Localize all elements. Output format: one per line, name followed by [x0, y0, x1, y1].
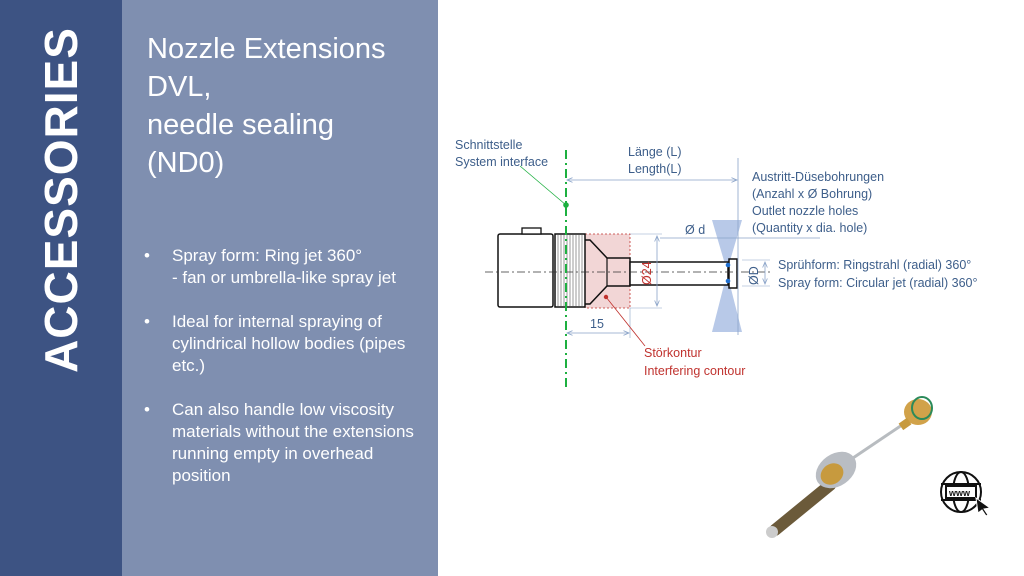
length-label-en: Length(L): [628, 162, 682, 176]
contour-label-de: Störkontur: [644, 346, 702, 360]
tip-diameter-label: ØD: [747, 266, 761, 285]
spray-label-en: Spray form: Circular jet (radial) 360°: [778, 276, 978, 290]
bullet-item: Ideal for internal spraying of cylindric…: [144, 311, 434, 377]
globe-www-cursor-icon[interactable]: www: [940, 471, 992, 517]
outlet-label-en-1: Outlet nozzle holes: [752, 204, 858, 218]
contour-label-en: Interfering contour: [644, 364, 745, 378]
contour-diameter-label: Ø24: [640, 261, 654, 285]
nozzle-tip: [728, 258, 738, 289]
svg-text:www: www: [948, 488, 971, 498]
nozzle-cap: [497, 233, 554, 308]
bullet-item: Can also handle low viscosity materials …: [144, 399, 434, 487]
section-sidebar: ACCESSORIES: [0, 0, 122, 576]
hole-diameter-label: Ø d: [685, 223, 705, 237]
spray-label-de: Sprühform: Ringstrahl (radial) 360°: [778, 258, 971, 272]
contour-length-label: 15: [590, 317, 604, 331]
interface-label-en: System interface: [455, 155, 548, 169]
outlet-label-de-1: Austritt-Düsebohrungen: [752, 170, 884, 184]
text-panel: Nozzle Extensions DVL, needle sealing (N…: [122, 0, 438, 576]
slide-title: Nozzle Extensions DVL, needle sealing (N…: [147, 33, 386, 179]
outlet-label-en-2: (Quantity x dia. hole): [752, 221, 867, 235]
outlet-hole: [725, 278, 731, 284]
outlet-hole: [725, 262, 731, 268]
bullet-item: Spray form: Ring jet 360° - fan or umbre…: [144, 245, 434, 289]
interface-label-de: Schnittstelle: [455, 138, 522, 152]
spray-cone-top: [712, 220, 742, 271]
product-photo: [766, 396, 933, 538]
length-label-de: Länge (L): [628, 145, 682, 159]
spray-cone-bottom: [712, 273, 742, 332]
cap-tab: [521, 227, 542, 235]
outlet-label-de-2: (Anzahl x Ø Bohrung): [752, 187, 872, 201]
bullet-list: Spray form: Ring jet 360° - fan or umbre…: [144, 245, 434, 509]
